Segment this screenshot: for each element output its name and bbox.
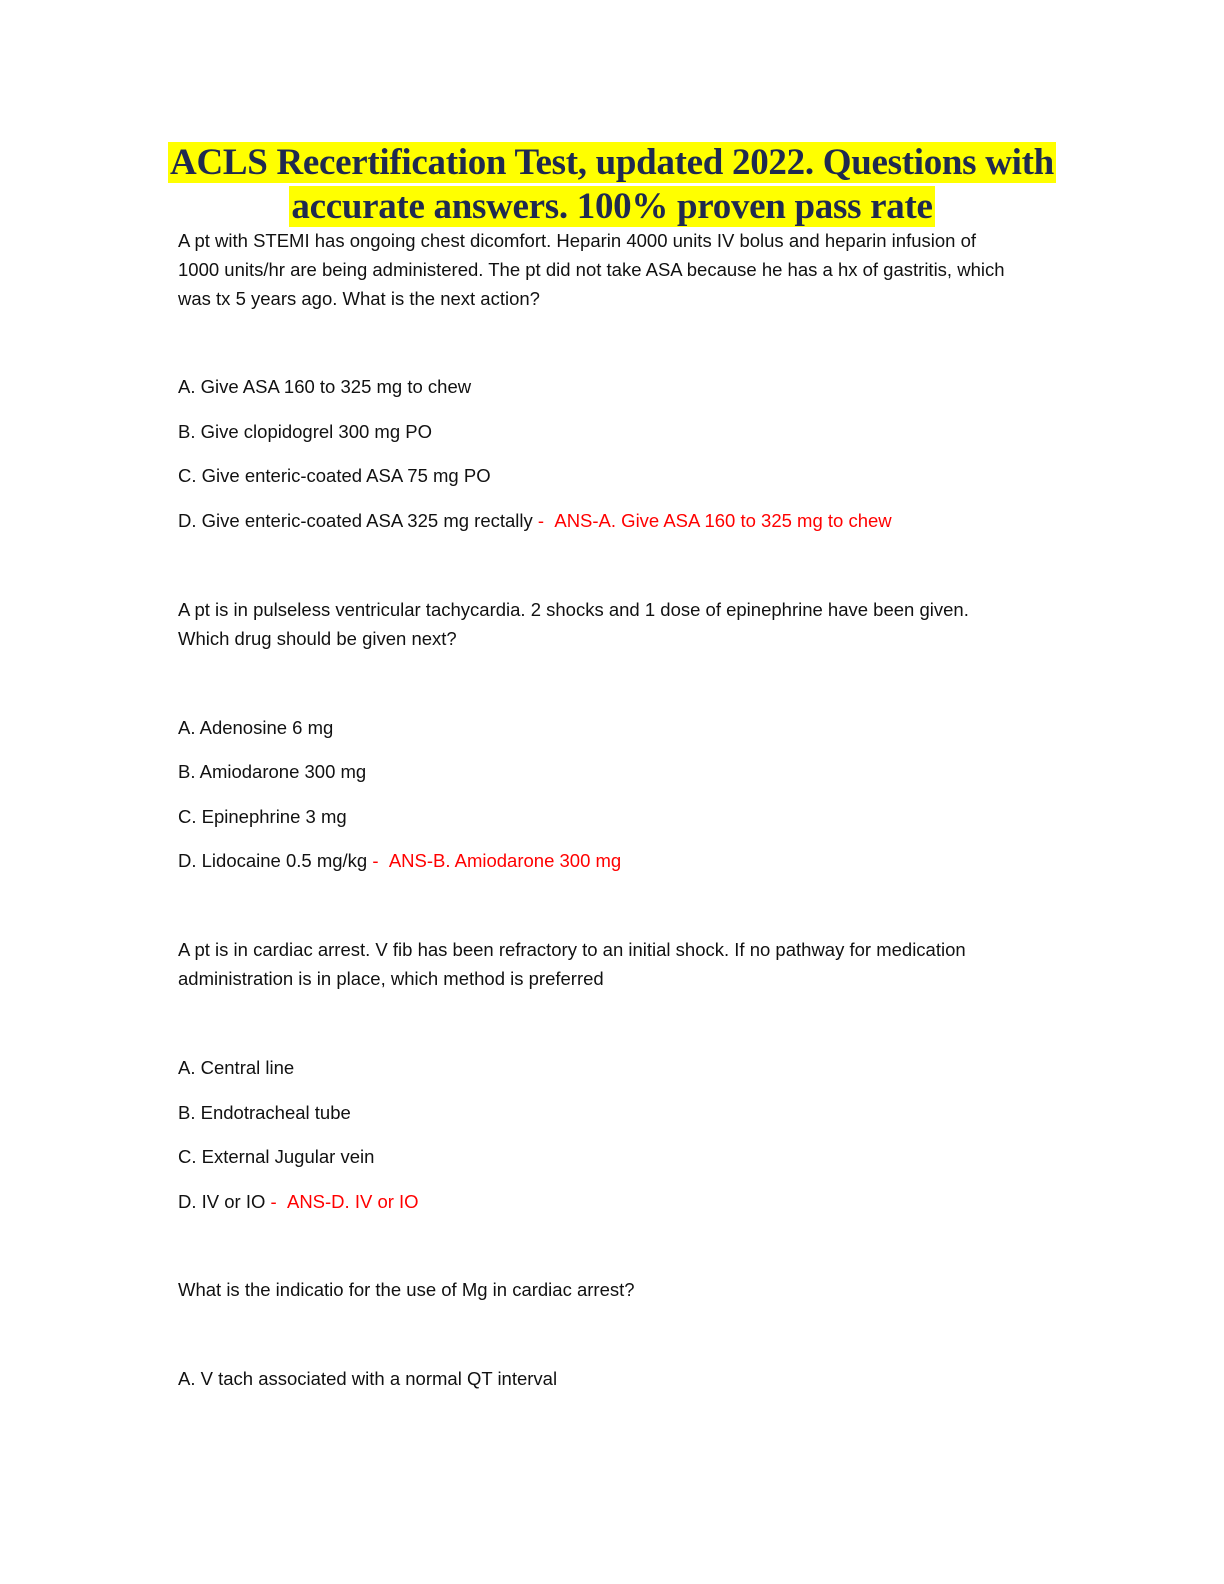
question-3-option-d: D. IV or IO [178, 1191, 266, 1212]
answer-separator: - [265, 1191, 282, 1212]
question-4-stem: What is the indicatio for the use of Mg … [178, 1275, 635, 1304]
answer-separator: - [532, 510, 550, 531]
title-line-1: ACLS Recertification Test, updated 2022.… [168, 142, 1056, 183]
question-2-answer: ANS-B. Amiodarone 300 mg [388, 850, 622, 871]
question-1-option-d: D. Give enteric-coated ASA 325 mg rectal… [178, 510, 533, 531]
question-1-stem: A pt with STEMI has ongoing chest dicomf… [178, 226, 1005, 313]
question-3-option-c: C. External Jugular vein [178, 1146, 375, 1167]
question-1-option-a: A. Give ASA 160 to 325 mg to chew [178, 376, 472, 397]
question-1-option-c: C. Give enteric-coated ASA 75 mg PO [178, 465, 491, 486]
question-4-option-a: A. V tach associated with a normal QT in… [178, 1368, 558, 1389]
title-line-2: accurate answers. 100% proven pass rate [289, 186, 935, 227]
question-2-option-d-row: D. Lidocaine 0.5 mg/kg - ANS-B. Amiodaro… [178, 846, 621, 875]
document-title: ACLS Recertification Test, updated 2022.… [150, 141, 1074, 229]
question-1-answer: ANS-A. Give ASA 160 to 325 mg to chew [554, 510, 892, 531]
question-2-stem: A pt is in pulseless ventricular tachyca… [178, 595, 969, 653]
question-2-option-b: B. Amiodarone 300 mg [178, 761, 367, 782]
question-3-answer: ANS-D. IV or IO [286, 1191, 419, 1212]
stem-line: A pt is in pulseless ventricular tachyca… [178, 599, 969, 620]
question-1-option-b: B. Give clopidogrel 300 mg PO [178, 421, 432, 442]
stem-line: was tx 5 years ago. What is the next act… [178, 288, 540, 309]
question-1-option-d-row: D. Give enteric-coated ASA 325 mg rectal… [178, 506, 892, 535]
answer-separator: - [367, 850, 384, 871]
question-3-option-b: B. Endotracheal tube [178, 1102, 351, 1123]
stem-line: administration is in place, which method… [178, 968, 604, 989]
stem-line: A pt with STEMI has ongoing chest dicomf… [178, 230, 977, 251]
question-2-option-d: D. Lidocaine 0.5 mg/kg [178, 850, 368, 871]
question-3-option-d-row: D. IV or IO - ANS-D. IV or IO [178, 1187, 419, 1216]
question-2-option-c: C. Epinephrine 3 mg [178, 806, 347, 827]
question-3-option-a: A. Central line [178, 1057, 295, 1078]
stem-line: Which drug should be given next? [178, 628, 457, 649]
question-3-stem: A pt is in cardiac arrest. V fib has bee… [178, 935, 966, 993]
stem-line: 1000 units/hr are being administered. Th… [178, 259, 1005, 280]
question-2-option-a: A. Adenosine 6 mg [178, 717, 334, 738]
stem-line: What is the indicatio for the use of Mg … [178, 1279, 635, 1300]
stem-line: A pt is in cardiac arrest. V fib has bee… [178, 939, 966, 960]
